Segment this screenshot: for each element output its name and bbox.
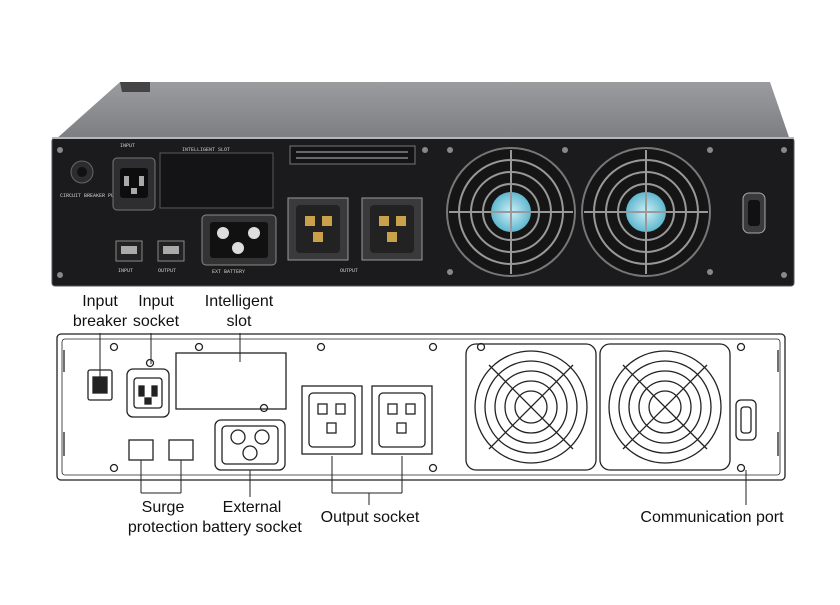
surge-port-drawing — [168, 439, 194, 461]
in-port-label: INPUT — [118, 268, 133, 274]
output-socket-drawing — [371, 385, 433, 455]
callout-text: protection — [127, 519, 199, 536]
battery-socket-drawing — [214, 419, 286, 471]
callout-surge-protection: Surge protection — [118, 498, 208, 538]
callout-text: slot — [226, 313, 252, 330]
callout-text: socket — [132, 313, 180, 330]
callout-external-battery-socket: External battery socket — [196, 498, 308, 538]
cooling-fan-icon — [446, 147, 576, 277]
output-label: OUTPUT — [340, 268, 358, 274]
spec-label — [289, 145, 416, 165]
callout-text: Input — [138, 293, 174, 310]
chassis-top-cover — [55, 82, 790, 140]
fan-drawing — [465, 343, 597, 471]
panel-outline — [56, 333, 786, 481]
callout-text: Surge — [141, 499, 185, 516]
breaker-note: CIRCUIT BREAKER PUSH TO RESET — [60, 193, 147, 199]
callout-input-socket: Input socket — [126, 292, 186, 332]
callout-input-breaker: Input breaker — [70, 292, 130, 332]
callout-text: battery socket — [202, 519, 302, 536]
ups-photo: CIRCUIT BREAKER PUSH TO RESET INPUT INTE… — [51, 82, 795, 287]
surge-port-drawing — [128, 439, 154, 461]
cooling-fan-icon — [581, 147, 711, 277]
intelligent-slot-drawing — [175, 352, 287, 410]
callout-text: Intelligent — [204, 293, 274, 310]
callout-intelligent-slot: Intelligent slot — [194, 292, 284, 332]
leader-lines — [99, 333, 747, 505]
screws — [57, 147, 787, 278]
drawing-screws — [109, 342, 746, 473]
callout-communication-port: Communication port — [632, 508, 792, 528]
callout-text: breaker — [72, 313, 128, 330]
universal-outlet-icon — [287, 197, 349, 261]
input-label: INPUT — [120, 143, 135, 149]
callout-text: Communication port — [640, 509, 784, 526]
ups-line-drawing — [56, 333, 786, 505]
universal-outlet-icon — [361, 197, 423, 261]
fan-drawing — [599, 343, 731, 471]
rear-bracket — [120, 82, 150, 92]
callout-output-socket: Output socket — [314, 508, 426, 528]
ext-battery-label: EXT BATTERY — [212, 269, 245, 275]
out-port-label: OUTPUT — [158, 268, 176, 274]
slot-label: INTELLIGENT SLOT — [182, 147, 230, 153]
communication-port-drawing — [735, 399, 757, 441]
callout-text: Output socket — [320, 509, 420, 526]
input-socket-drawing — [126, 368, 170, 418]
slot-cover — [159, 152, 274, 209]
callout-text: Input — [82, 293, 118, 310]
output-socket-drawing — [301, 385, 363, 455]
callout-text: External — [222, 499, 282, 516]
